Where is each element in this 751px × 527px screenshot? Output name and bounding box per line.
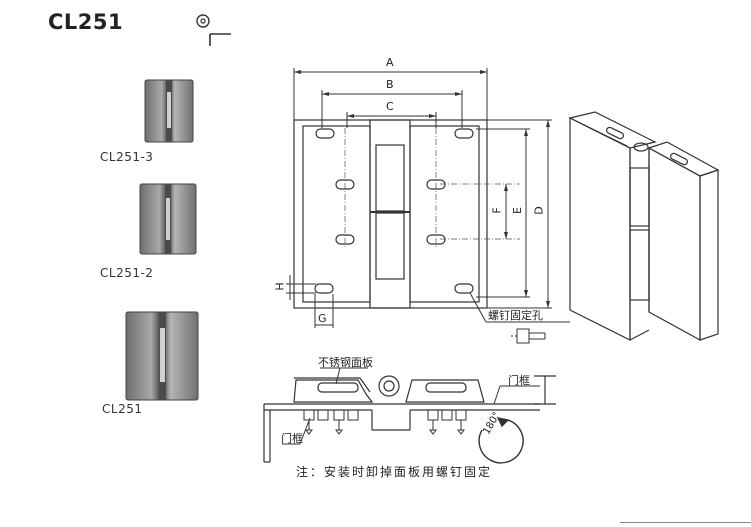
dim-a-label: A [386,56,394,69]
label-cl251-3: CL251-3 [100,150,154,164]
projection-symbol-icon [196,14,231,46]
callout-door-frame-left: 门框 [281,432,303,445]
hinge-photo-cl251 [125,311,199,401]
callout-door-frame-right: 门框 [508,374,530,387]
label-cl251-2: CL251-2 [100,266,154,280]
hinge-photo-cl251-2 [139,183,197,255]
installation-note: 注：安装时卸掉面板用螺钉固定 [296,465,493,479]
hinge-photo-cl251-3 [144,79,194,143]
callout-screw-hole: 螺钉固定孔 [488,309,543,322]
dim-d-label: D [532,206,546,215]
dim-f-label: F [490,207,504,214]
dim-c-label: C [386,100,394,113]
dim-h-label: H [273,282,287,291]
dim-e-label: E [510,207,524,214]
dim-g-label: G [318,312,327,325]
dim-b-label: B [386,78,394,91]
product-title: CL251 [48,10,124,34]
divider-line [620,522,751,523]
callout-steel-panel: 不锈钢面板 [318,356,373,369]
label-cl251: CL251 [102,402,143,416]
